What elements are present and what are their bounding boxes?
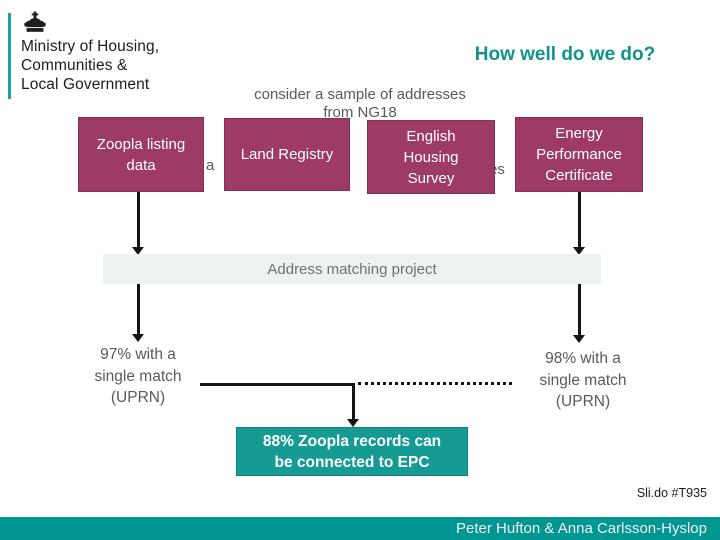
result-right-line-3: (UPRN) [555, 393, 611, 410]
slido-code: Sli.do #T935 [636, 486, 707, 500]
ministry-logo-text: Ministry of Housing, Communities & Local… [21, 37, 159, 94]
caption-text: consider a sample of addresses from NG18 [180, 86, 540, 121]
hidden-text-fragment-left: a [206, 157, 215, 174]
arrow-zoopla-to-bar-line [137, 192, 140, 247]
footer-bar: Peter Hufton & Anna Carlsson-Hyslop [0, 517, 720, 540]
logo-line-3: Local Government [21, 76, 150, 93]
arrow-bar-to-right-result-line [578, 284, 581, 336]
arrow-epc-to-bar-head [573, 247, 585, 255]
source-box-ehs-line-3: Survey [407, 169, 455, 187]
arrow-bar-to-right-result-head [573, 335, 585, 343]
source-box-english-housing-survey: English Housing Survey [367, 120, 495, 194]
result-left-line-1: 97% with a [100, 346, 176, 363]
result-left-line-2: single match [94, 367, 182, 385]
result-right-line-2: single match [539, 371, 627, 389]
source-box-energy-performance-certificate: Energy Performance Certificate [515, 117, 643, 192]
source-box-ehs-line-2: Housing [403, 148, 459, 166]
caption-line-2: from NG18 [323, 103, 397, 121]
result-left-97: 97% with a single match (UPRN) [63, 344, 213, 409]
source-box-zoopla: Zoopla listing data [78, 117, 204, 192]
result-right-line-1: 98% with a [545, 350, 621, 367]
source-box-land-registry: Land Registry [224, 118, 350, 191]
connector-arrow-head [347, 419, 359, 427]
connector-vertical-line [352, 383, 355, 419]
address-matching-bar: Address matching project [103, 254, 601, 284]
arrow-epc-to-bar-line [578, 192, 581, 247]
epc-connection-result-box: 88% Zoopla records can be connected to E… [236, 427, 468, 476]
arrow-zoopla-to-bar-head [132, 247, 144, 255]
dotted-connector-line [358, 382, 512, 385]
slide-title: How well do we do? [474, 44, 656, 65]
source-box-epc-line-2: Performance [536, 146, 622, 163]
source-box-zoopla-line-2: data [126, 156, 156, 174]
logo-line-2: Communities & [21, 57, 128, 74]
logo-accent-line [8, 13, 11, 99]
epc-result-line-1: 88% Zoopla records can [262, 432, 442, 450]
caption-line-1: consider a sample of addresses [254, 86, 466, 103]
result-right-98: 98% with a single match (UPRN) [508, 348, 658, 413]
royal-crest-icon [20, 8, 50, 40]
arrow-bar-to-left-result-line [137, 284, 140, 335]
result-left-line-3: (UPRN) [110, 389, 166, 406]
source-box-epc-line-1: Energy [555, 125, 603, 142]
source-box-land-registry-line-1: Land Registry [240, 146, 334, 163]
footer-credits: Peter Hufton & Anna Carlsson-Hyslop [456, 520, 707, 537]
source-box-zoopla-line-1: Zoopla listing [96, 135, 186, 153]
epc-result-line-2: be connected to EPC [274, 453, 430, 471]
logo-line-1: Ministry of Housing, [21, 38, 160, 55]
connector-horizontal-line [200, 383, 355, 386]
source-box-epc-line-3: Certificate [545, 167, 613, 184]
source-box-ehs-line-1: English [406, 127, 456, 145]
arrow-bar-to-left-result-head [132, 334, 144, 342]
